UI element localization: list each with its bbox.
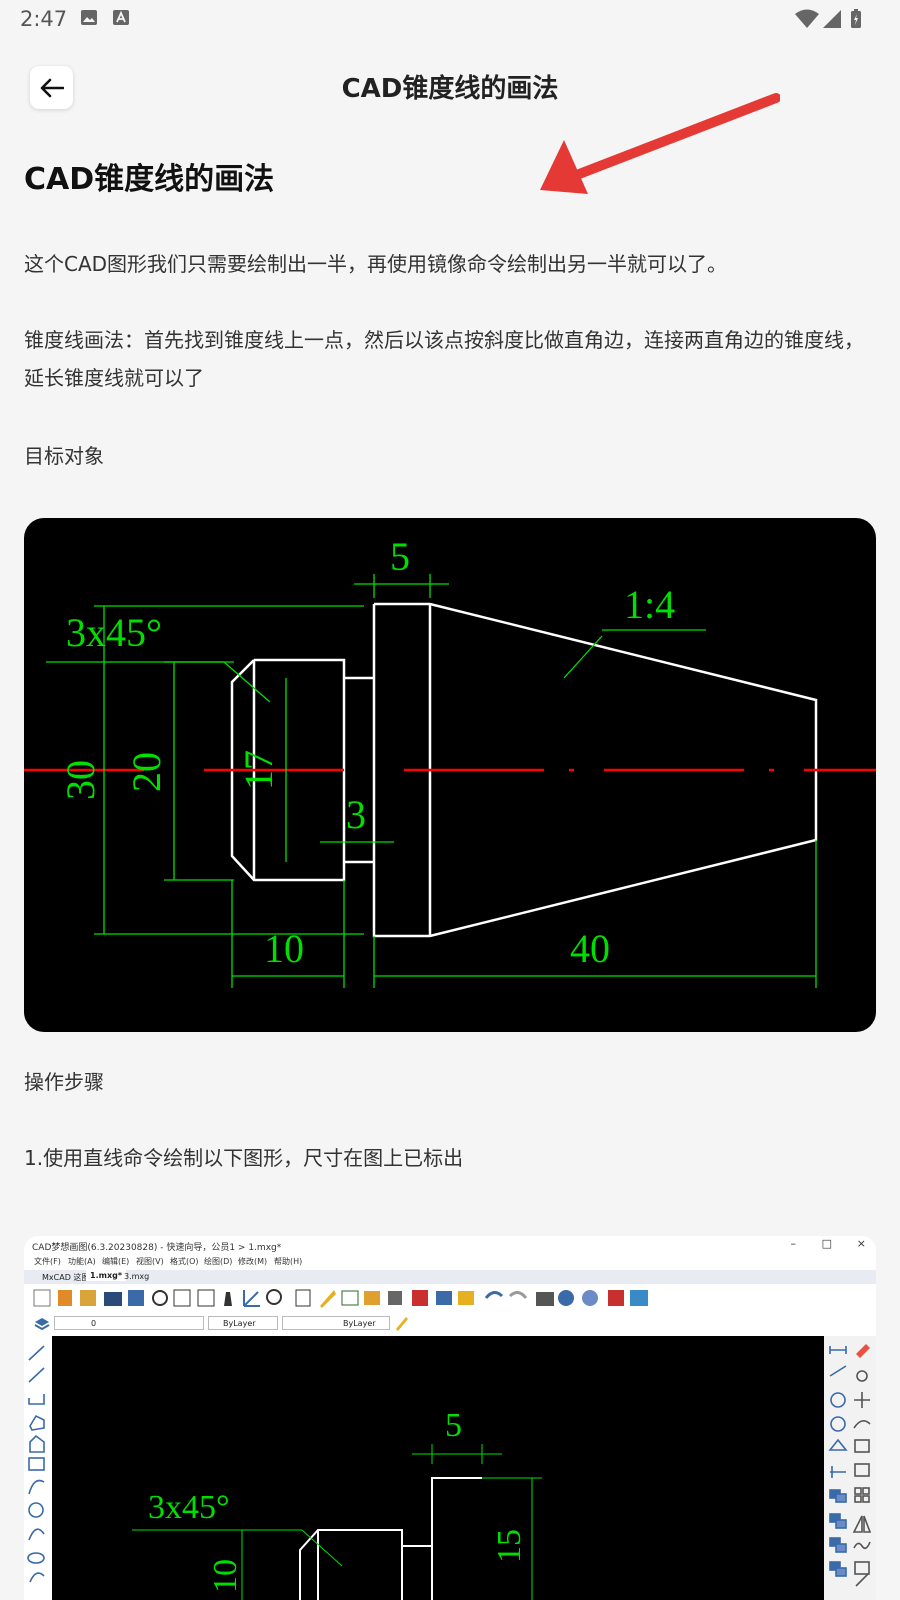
paragraph-step1: 1.使用直线命令绘制以下图形，尺寸在图上已标出 (24, 1146, 464, 1170)
modify-tool-icons[interactable] (824, 1336, 876, 1600)
linetype-select[interactable]: ByLayer (282, 1316, 390, 1330)
pencil-icon[interactable] (394, 1315, 410, 1331)
toolbar-icons[interactable] (24, 1284, 876, 1312)
signal-icon (823, 10, 841, 28)
properties-bar: 0 ByLayer ByLayer (24, 1312, 876, 1336)
dim-20: 20 (124, 752, 169, 792)
dim-chamfer: 3x45° (66, 610, 162, 655)
article-title: CAD锥度线的画法 (24, 162, 275, 197)
menu-bar: 文件(F) 功能(A) 编辑(E) 视图(V) 格式(O) 绘图(D) 修改(M… (24, 1254, 876, 1270)
red-annotation-arrow-icon (540, 93, 780, 194)
paragraph-method: 锥度线画法：首先找到锥度线上一点，然后以该点按斜度比做直角边，连接两直角边的锥度… (24, 328, 864, 390)
arrow-left-icon (40, 78, 64, 97)
paragraph-steps: 操作步骤 (24, 1070, 104, 1094)
tab-1-mxg[interactable]: 1.mxg* (86, 1270, 127, 1281)
canvas-dim-10: 10 (207, 1559, 244, 1593)
draw-tool-icons[interactable] (24, 1336, 50, 1600)
status-bar: 2:47 (0, 0, 900, 36)
dim-40: 40 (570, 926, 610, 971)
back-button[interactable] (30, 66, 73, 109)
app-notification-icon (113, 10, 129, 25)
tab-start[interactable]: MxCAD 这图 (42, 1273, 90, 1282)
canvas-dim-5: 5 (445, 1407, 462, 1444)
minimize-icon[interactable]: – (790, 1237, 797, 1250)
window-titlebar: CAD梦想画图(6.3.20230828) - 快速向导，公员1 > 1.mxg… (24, 1236, 876, 1254)
wifi-icon (795, 9, 819, 28)
maximize-icon[interactable]: □ (821, 1237, 832, 1250)
dim-30: 30 (58, 760, 103, 800)
article: CAD锥度线的画法 (24, 160, 874, 200)
menu-draw[interactable]: 绘图(D) (204, 1257, 233, 1266)
cad-software-screenshot[interactable]: CAD梦想画图(6.3.20230828) - 快速向导，公员1 > 1.mxg… (24, 1236, 876, 1600)
document-tabs: MxCAD 这图 1.mxg* 3.mxg (24, 1270, 876, 1284)
layers-icon[interactable] (34, 1316, 50, 1332)
menu-help[interactable]: 帮助(H) (274, 1257, 303, 1266)
close-icon[interactable]: × (856, 1237, 866, 1250)
right-modify-toolbar (824, 1336, 876, 1600)
canvas-drawing: 5 3x45° 15 10 (132, 1407, 542, 1600)
main-toolbar (24, 1284, 876, 1312)
paragraph-target: 目标对象 (24, 444, 104, 468)
left-draw-toolbar (24, 1336, 50, 1600)
cad-canvas[interactable]: 5 3x45° 15 10 (52, 1336, 848, 1600)
canvas-dim-chamfer: 3x45° (148, 1489, 230, 1526)
status-time: 2:47 (20, 7, 68, 31)
top-app-bar: CAD锥度线的画法 (0, 50, 900, 122)
image-notification-icon (81, 10, 97, 25)
menu-edit[interactable]: 编辑(E) (102, 1257, 130, 1266)
layer-select[interactable]: 0 (54, 1316, 204, 1330)
cad-drawing-image[interactable]: 5 1:4 3x45° 30 20 17 3 10 40 (24, 518, 876, 1032)
canvas-dim-15: 15 (491, 1529, 528, 1563)
menu-format[interactable]: 格式(O) (170, 1257, 199, 1266)
dim-5: 5 (390, 534, 410, 579)
battery-icon (851, 9, 861, 28)
dim-3: 3 (346, 792, 366, 837)
paragraph-intro: 这个CAD图形我们只需要绘制出一半，再使用镜像命令绘制出另一半就可以了。 (24, 252, 728, 276)
menu-function[interactable]: 功能(A) (68, 1257, 96, 1266)
dim-ratio: 1:4 (624, 582, 675, 627)
menu-file[interactable]: 文件(F) (34, 1257, 61, 1266)
color-select[interactable]: ByLayer (208, 1316, 278, 1330)
menu-modify[interactable]: 修改(M) (238, 1257, 268, 1266)
window-title: CAD梦想画图(6.3.20230828) - 快速向导，公员1 > 1.mxg… (32, 1243, 282, 1253)
dim-17: 17 (236, 750, 281, 790)
tab-3-mxg[interactable]: 3.mxg (124, 1272, 150, 1281)
menu-view[interactable]: 视图(V) (136, 1257, 164, 1266)
cad-drawing: 5 1:4 3x45° 30 20 17 3 10 40 (24, 534, 876, 988)
dim-10: 10 (264, 926, 304, 971)
page-title: CAD锥度线的画法 (341, 74, 559, 104)
